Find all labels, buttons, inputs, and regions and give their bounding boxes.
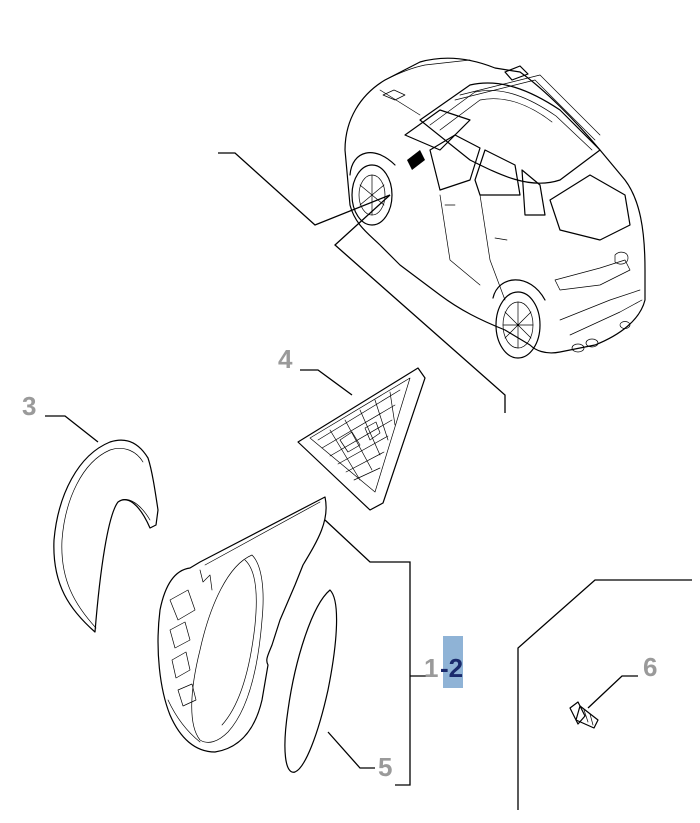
callout-4: 4 bbox=[278, 344, 293, 374]
part-6-leader bbox=[587, 675, 638, 709]
part-4-triangle-mount bbox=[297, 367, 426, 511]
callout-5: 5 bbox=[378, 752, 392, 782]
part-1-2-mirror-housing bbox=[157, 496, 327, 753]
subpanel-frame bbox=[517, 579, 692, 810]
part-3-leader bbox=[45, 415, 99, 443]
part-5-leader bbox=[327, 731, 375, 769]
part-4-leader bbox=[300, 369, 353, 396]
part-3-mirror-cover bbox=[53, 439, 159, 633]
callout-1: 1 bbox=[424, 653, 438, 683]
part-1-2-bracket bbox=[324, 519, 428, 786]
vehicle-illustration bbox=[344, 57, 646, 359]
part-5-mirror-glass bbox=[284, 589, 338, 773]
callout-2[interactable]: -2 bbox=[440, 653, 463, 683]
vehicle-leader-lines bbox=[218, 152, 506, 413]
callout-2-highlight bbox=[443, 636, 463, 688]
part-6-screw bbox=[569, 701, 599, 729]
callout-6: 6 bbox=[643, 652, 657, 682]
callout-3: 3 bbox=[22, 391, 36, 421]
